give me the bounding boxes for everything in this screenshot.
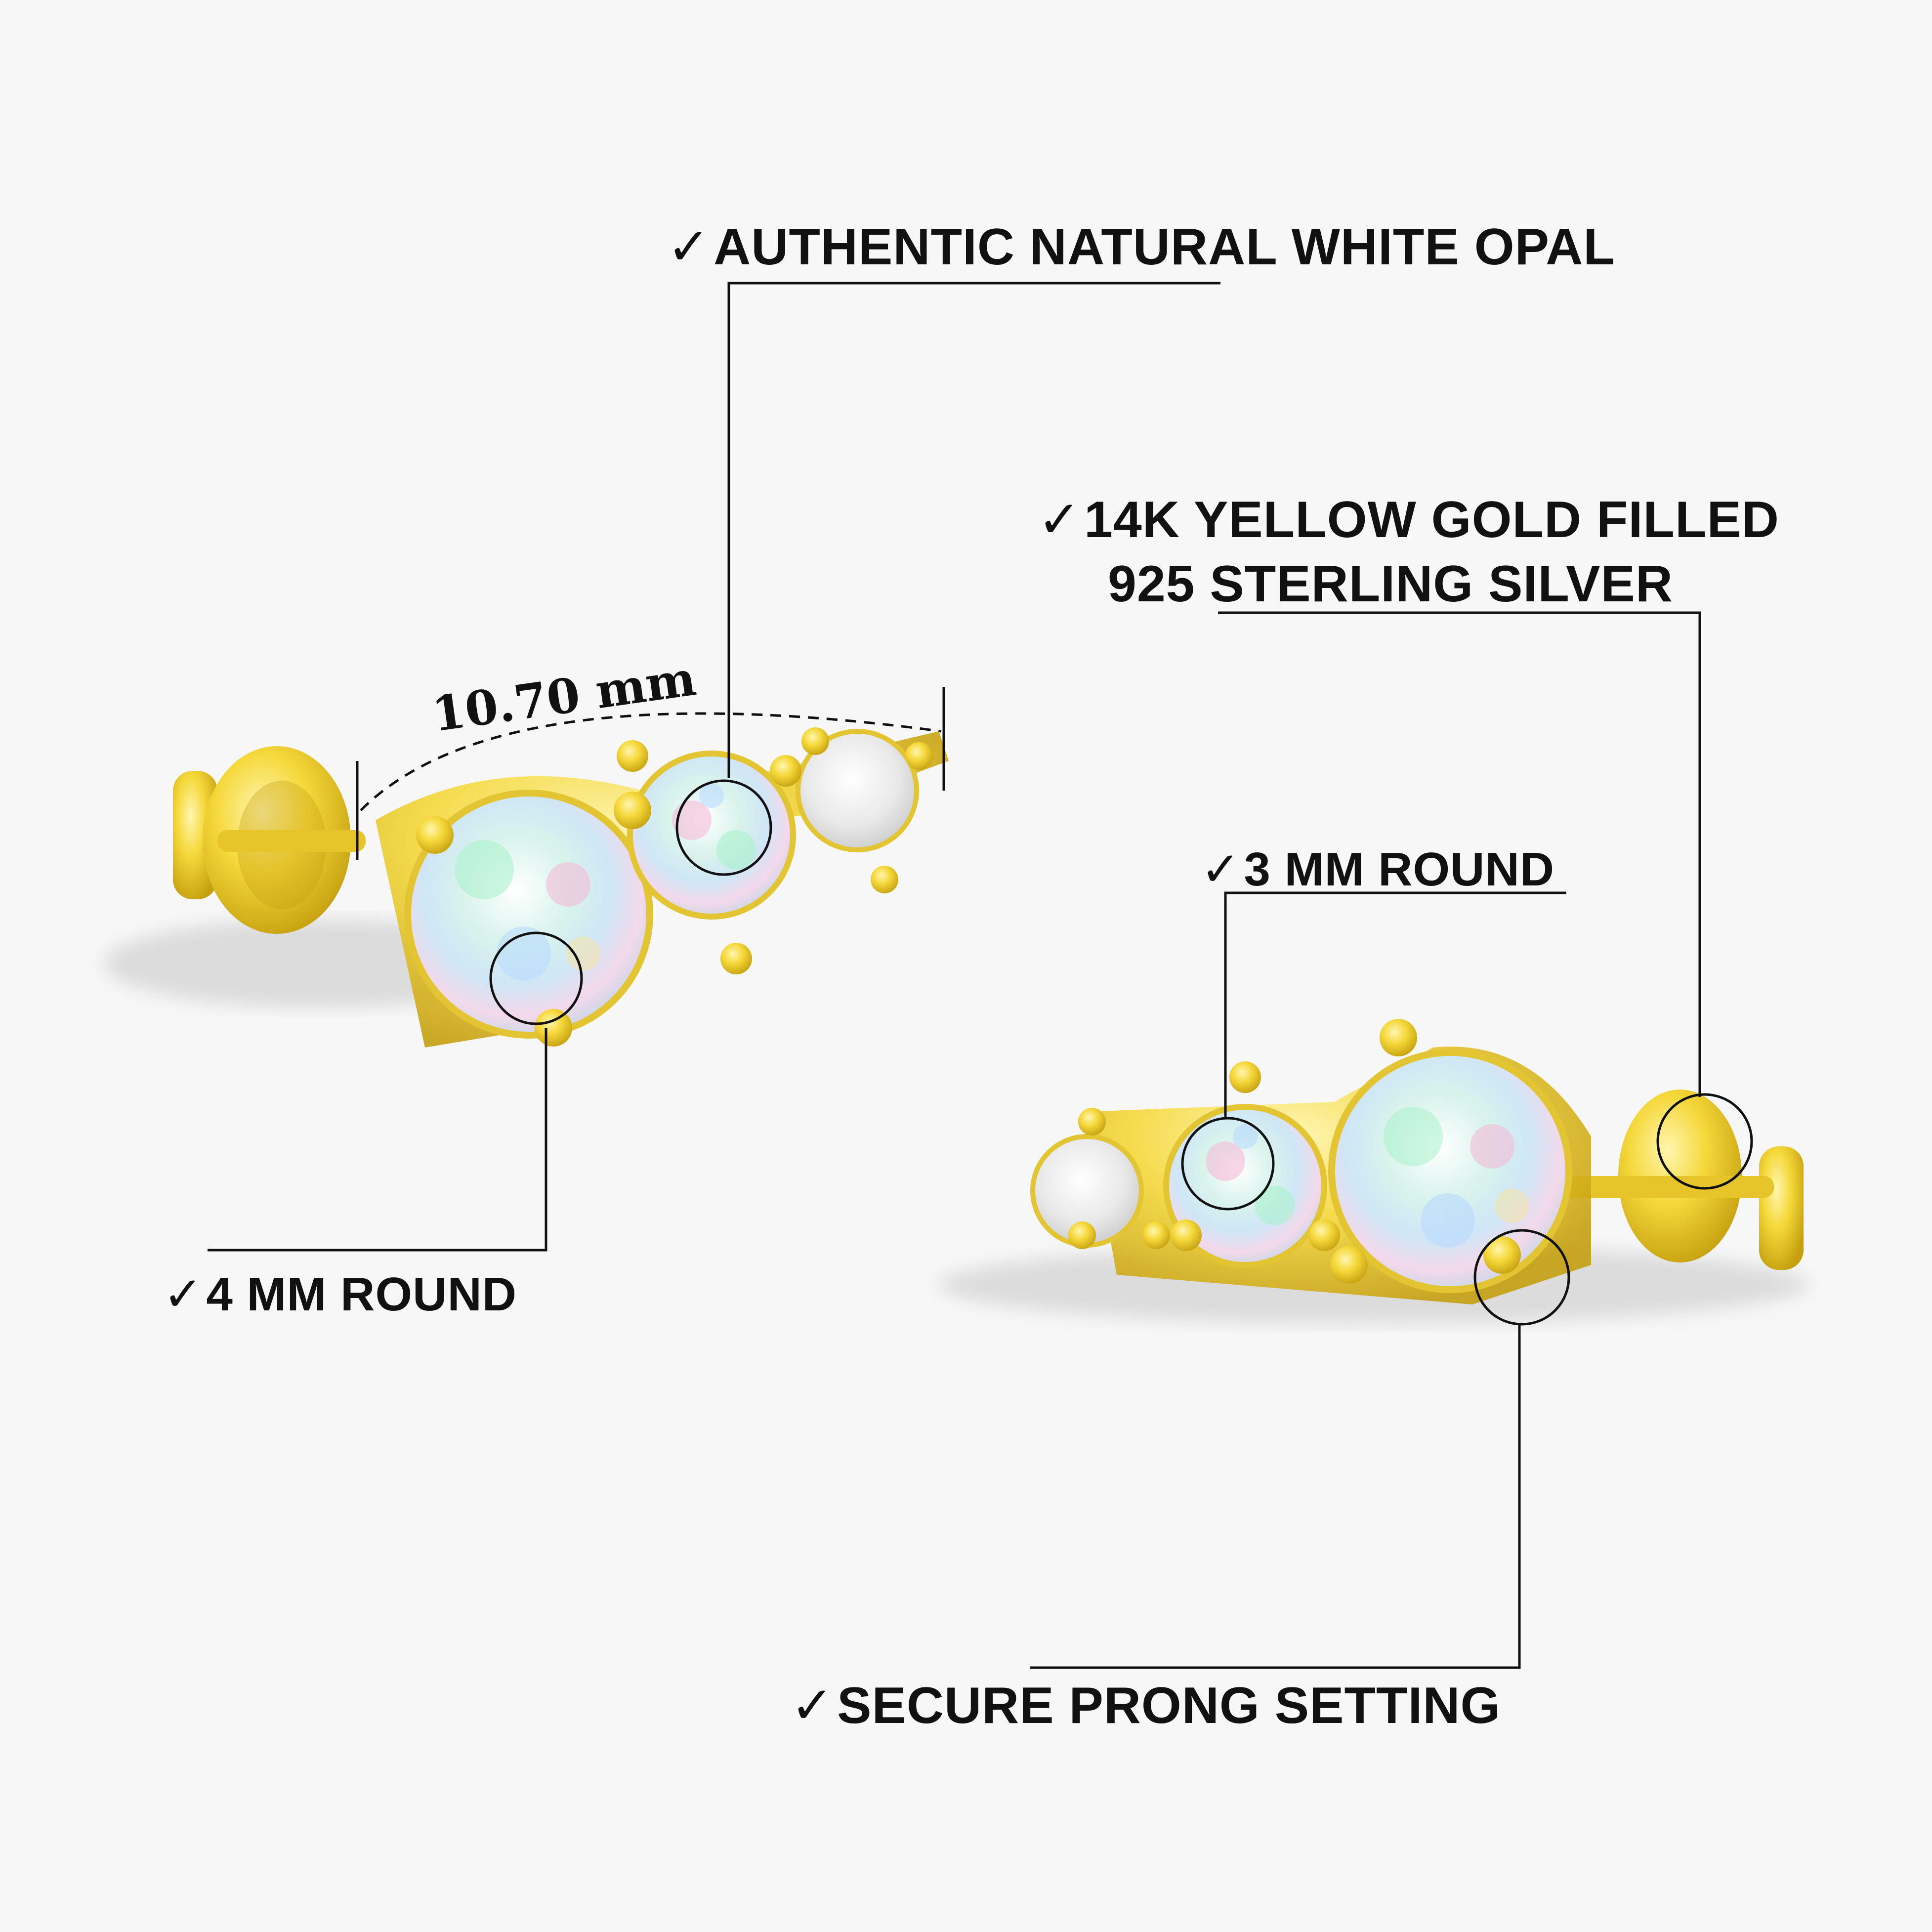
right-prongs [1068,1019,1521,1284]
left-opal-medium-fire [672,783,756,870]
right-earring [939,1019,1808,1324]
three-mm-check-icon: ✓ [1201,843,1241,896]
gold-callout-line2: 925 STERLING SILVER [1108,555,1674,613]
right-opal-large-fire [1384,1107,1529,1248]
gold-check-icon: ✓ [1038,491,1082,548]
gold-highlight-circle [1656,1093,1753,1190]
prong-leader-line [1030,1324,1521,1669]
three-mm-highlight-circle [1181,1117,1275,1211]
gold-leader-line [1218,611,1701,1097]
opal-callout: ✓AUTHENTIC NATURAL WHITE OPAL [667,221,1615,273]
gold-callout: ✓14K YELLOW GOLD FILLED 925 STERLING SIL… [1038,494,1779,610]
left-opal-medium [627,751,796,920]
left-earring [104,727,949,1048]
opal-leader-line [727,282,1220,778]
right-earring-back [1556,1090,1804,1270]
left-diamond [796,729,919,852]
prong-callout: ✓SECURE PRONG SETTING [791,1680,1501,1731]
four-mm-check-icon: ✓ [163,1268,204,1321]
left-prongs [416,727,933,1047]
three-mm-leader-line [1224,891,1566,1117]
opal-highlight-circle [675,779,772,876]
prong-highlight-circle [1473,1229,1570,1326]
three-mm-callout: ✓3 MM ROUND [1201,846,1554,893]
gold-callout-line1: 14K YELLOW GOLD FILLED [1084,491,1779,548]
right-opal-medium [1163,1104,1327,1268]
dimension-marker [356,687,945,860]
four-mm-leader-line [208,1028,547,1252]
four-mm-callout: ✓4 MM ROUND [163,1271,517,1318]
opal-callout-text: AUTHENTIC NATURAL WHITE OPAL [714,218,1615,276]
right-opal-medium-fire [1206,1124,1295,1225]
callout-lines [208,282,1753,1669]
right-opal-large [1328,1049,1572,1293]
left-earring-back [173,746,366,934]
left-opal-large-fire [455,840,600,981]
prong-check-icon: ✓ [791,1677,835,1734]
three-mm-callout-text: 3 MM ROUND [1244,843,1555,896]
prong-callout-text: SECURE PRONG SETTING [837,1677,1501,1734]
dimension-label: 10.70 mm [428,650,699,743]
four-mm-highlight-circle [489,931,583,1025]
four-mm-callout-text: 4 MM ROUND [206,1268,517,1321]
opal-check-icon: ✓ [667,218,711,276]
